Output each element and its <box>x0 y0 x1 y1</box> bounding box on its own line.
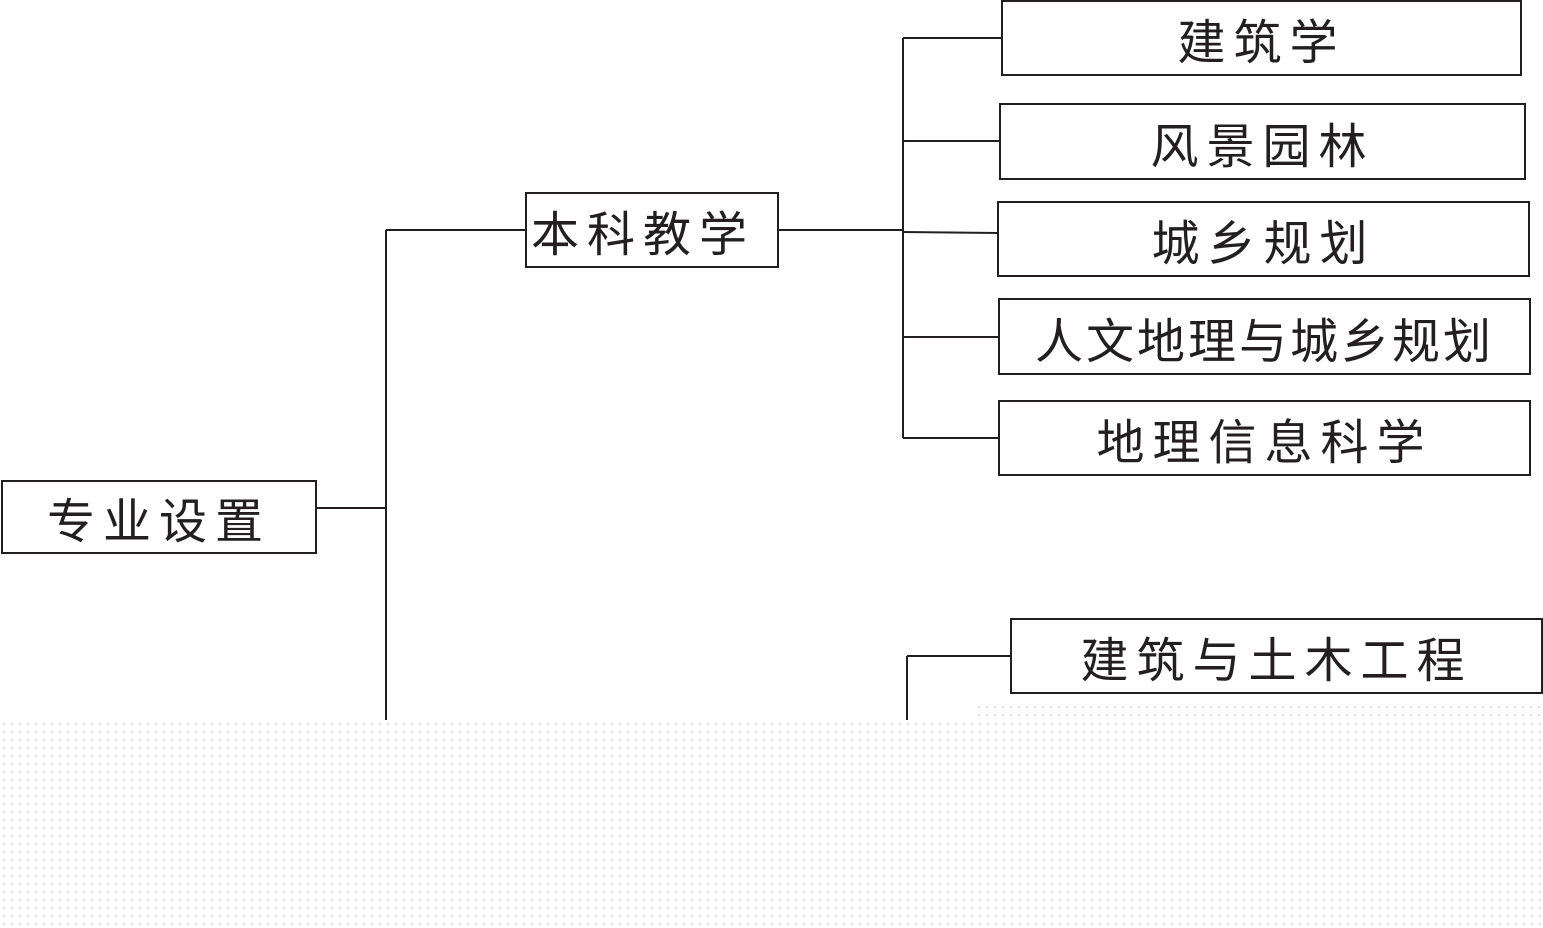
child-node: 地理信息科学 <box>998 400 1531 476</box>
child-node: 建筑学 <box>1001 0 1522 76</box>
connector-child <box>902 231 999 234</box>
node-label: 专业设置 <box>46 494 271 550</box>
undergrad-node: 本科教学 <box>525 192 779 268</box>
root-node: 专业设置 <box>1 480 317 554</box>
child-node: 风景园林 <box>999 103 1526 180</box>
dotted-overlay <box>975 703 1543 720</box>
node-label: 人文地理与城乡规划 <box>1034 313 1494 370</box>
node-label: 地理信息科学 <box>1096 415 1433 471</box>
child-node: 人文地理与城乡规划 <box>998 298 1531 375</box>
node-label: 建筑学 <box>1177 15 1346 71</box>
dotted-overlay <box>0 720 1543 928</box>
child-node: 建筑与土木工程 <box>1010 618 1543 694</box>
node-label: 城乡规划 <box>1151 216 1376 272</box>
child-node: 城乡规划 <box>997 201 1530 277</box>
node-label: 风景园林 <box>1150 118 1375 175</box>
node-label: 本科教学 <box>531 207 756 263</box>
node-label: 建筑与土木工程 <box>1080 633 1473 689</box>
